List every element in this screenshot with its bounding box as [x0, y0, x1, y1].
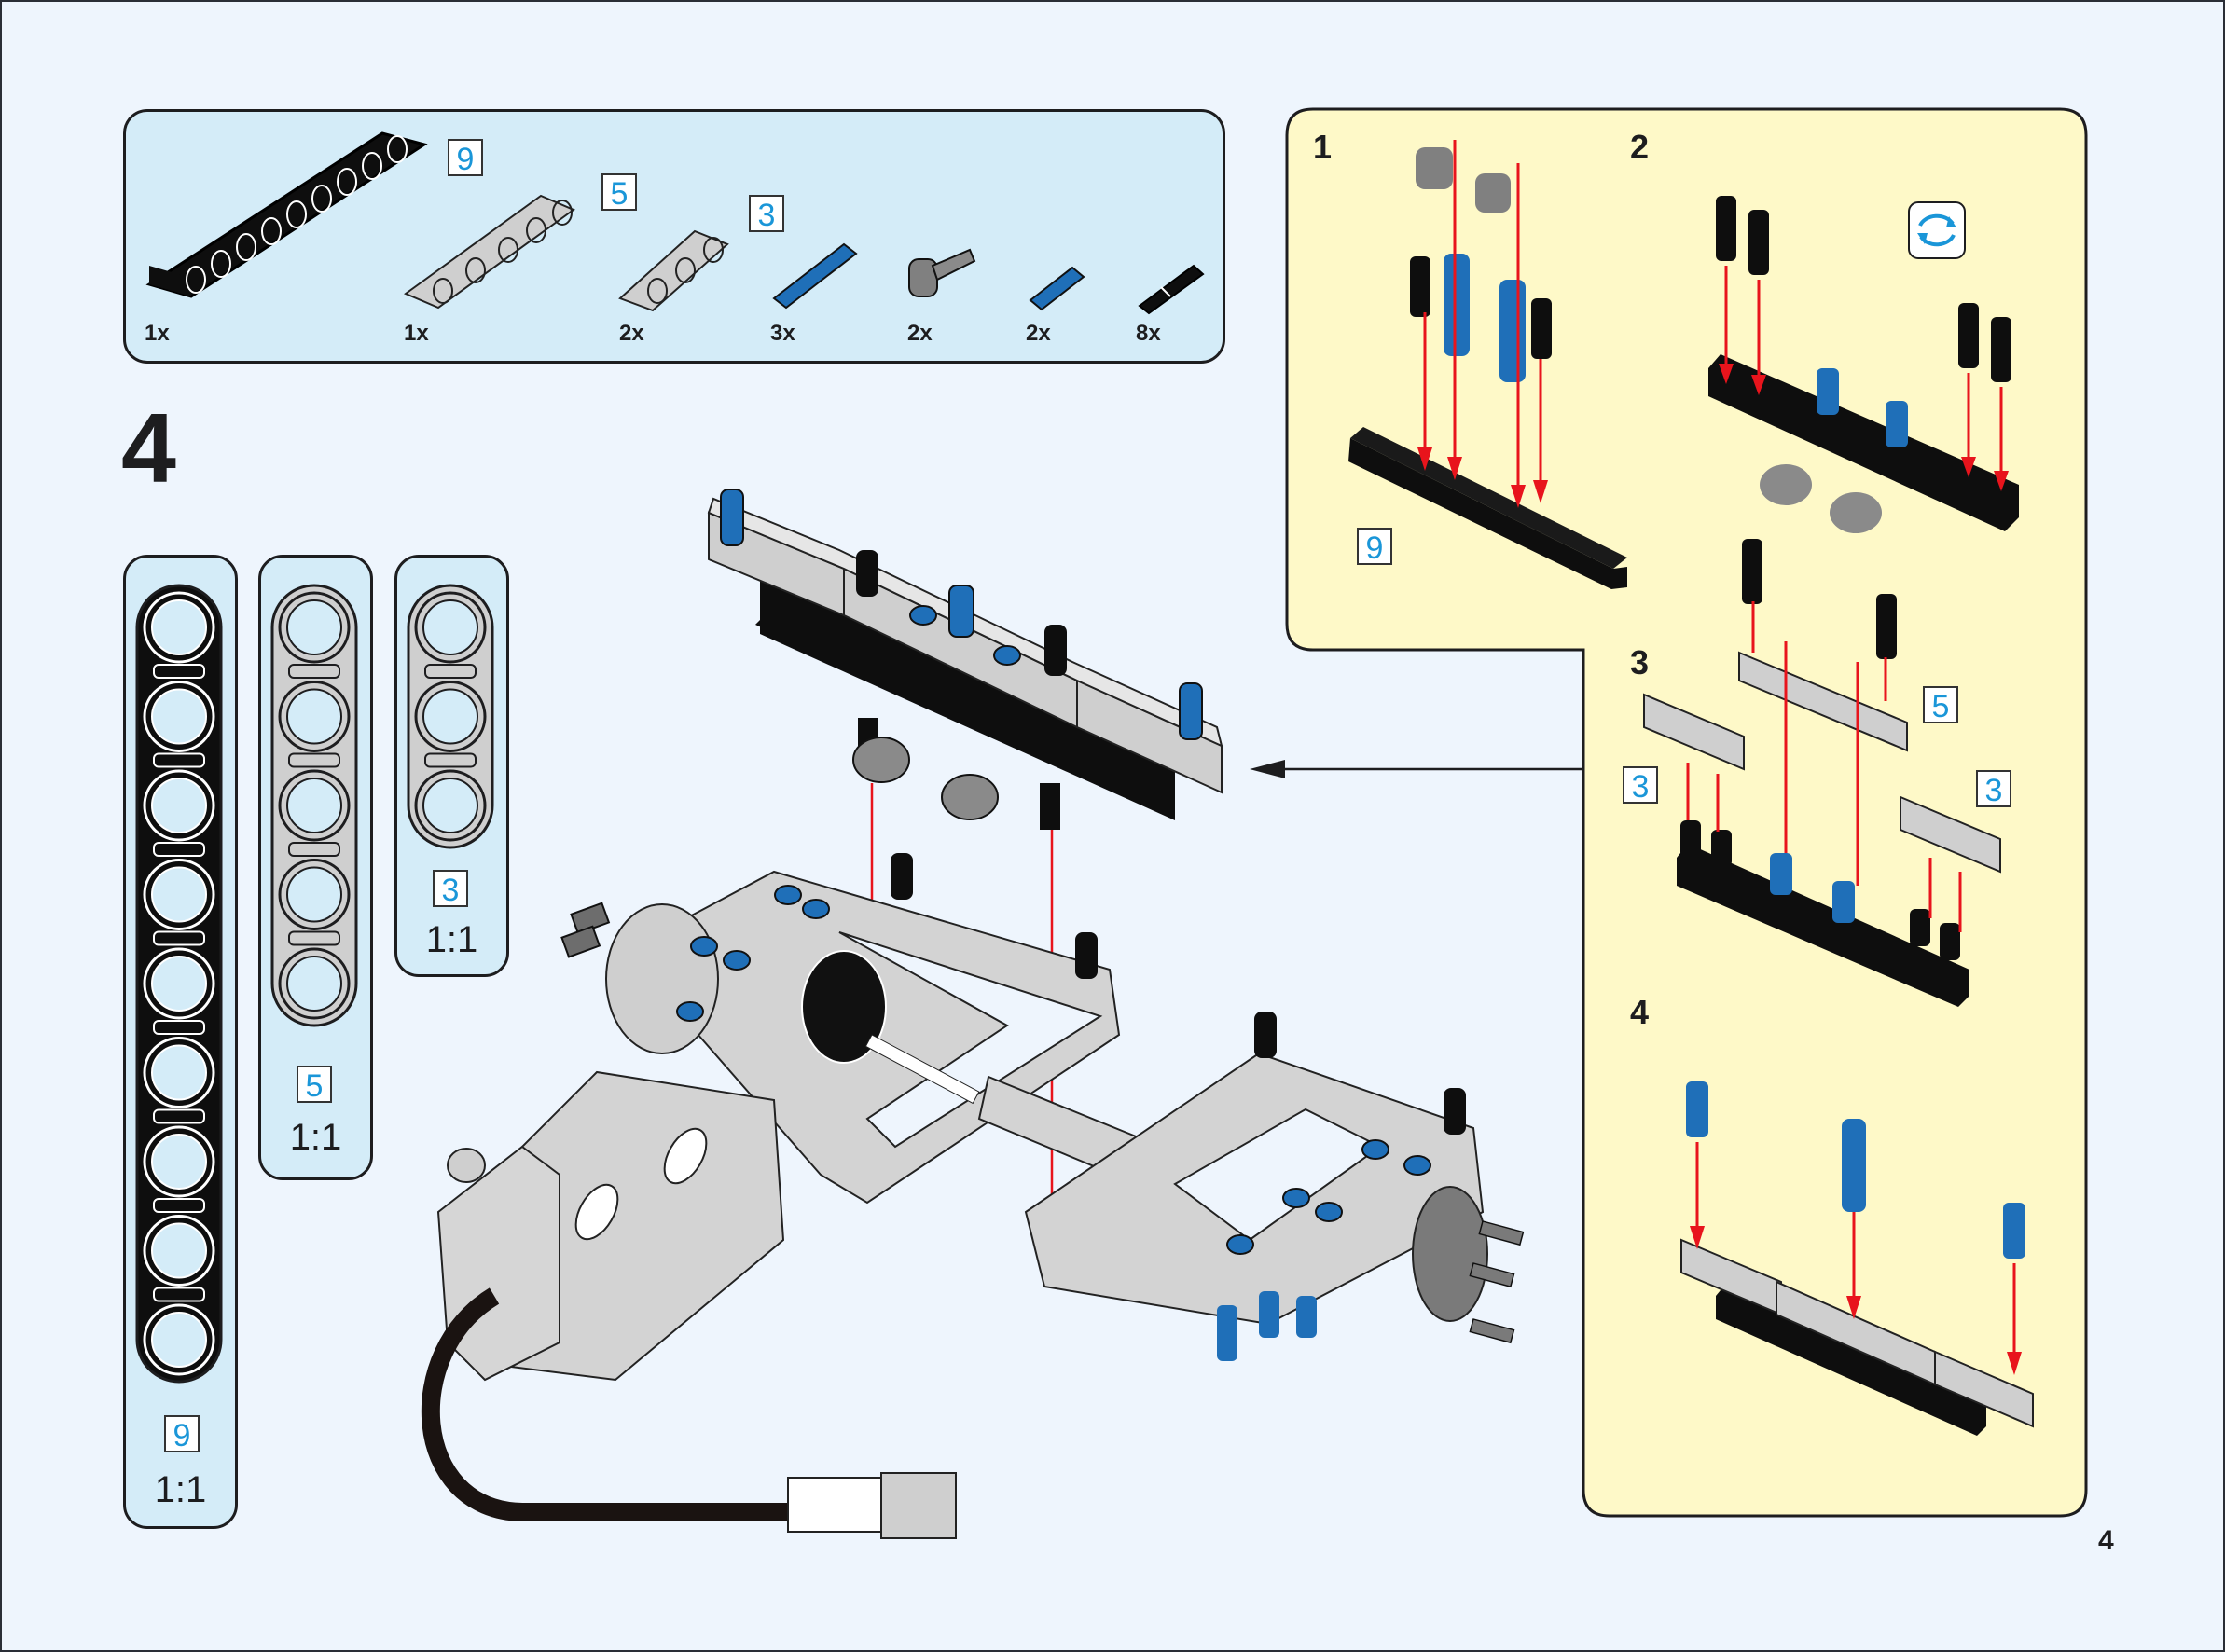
part-axle-pin-long: [772, 242, 858, 310]
substep-4-illustration: [1680, 1081, 2034, 1436]
scale-beam-hole-ring: [278, 769, 351, 842]
scale-beam-bridge: [424, 664, 477, 679]
scale-beam-hole-ring: [414, 769, 487, 842]
substep-3-illustration: [1643, 539, 2001, 1007]
quantity-label: 2x: [619, 321, 644, 346]
part-beam-3: [618, 229, 729, 312]
quantity-label: 8x: [1136, 321, 1161, 346]
scale-beam-bridge: [288, 752, 340, 768]
scale-beam-hole-ring: [143, 1125, 215, 1198]
scale-beam-bridge: [153, 1198, 205, 1213]
scale-length-label: 5: [297, 1066, 332, 1104]
substep-2-illustration: [1708, 196, 2019, 533]
scale-beam-bridge: [288, 842, 340, 857]
parts-list-panel: [123, 109, 1225, 364]
step-number: 4: [121, 393, 176, 503]
scale-ratio: 1:1: [289, 1117, 342, 1158]
scale-beam-bridge: [288, 930, 340, 946]
scale-beam-bridge: [153, 1287, 205, 1302]
scale-beam-hole-ring: [143, 1303, 215, 1376]
quantity-label: 2x: [1026, 321, 1051, 346]
part-beam-9: [145, 131, 428, 298]
scale-beam-hole: [151, 688, 207, 745]
scale-beam-hole-ring: [143, 681, 215, 752]
scale-beam-hole-ring: [143, 591, 215, 664]
scale-beam-hole: [286, 688, 342, 745]
chassis-frame-right: [1024, 1012, 1525, 1361]
substep-label: 3: [1630, 643, 1650, 681]
substep-1-illustration: [1348, 140, 1627, 589]
scale-beam-hole: [151, 866, 207, 923]
scale-beam-3: [407, 584, 494, 849]
chassis-frame-left: [560, 853, 1121, 1205]
scale-beam-hole: [422, 688, 478, 745]
scale-beam-hole: [151, 1222, 207, 1279]
length-callout-3: 3: [749, 195, 784, 233]
scale-beam-hole: [151, 1312, 207, 1368]
part-friction-pin: [1138, 264, 1205, 315]
subassembly-beam-stack: [707, 489, 1223, 830]
substep-length-callout: 3: [1623, 766, 1658, 805]
scale-beam-bridge: [153, 752, 205, 768]
scale-beam-hole: [151, 599, 207, 655]
scale-beam-bridge: [153, 1108, 205, 1124]
substep-label: 2: [1630, 128, 1650, 166]
scale-beam-hole-ring: [143, 1037, 215, 1108]
substep-length-callout: 3: [1976, 770, 2011, 808]
scale-beam-hole: [422, 599, 478, 655]
part-axle-pin: [1029, 266, 1085, 311]
scale-beam-hole-ring: [143, 859, 215, 930]
scale-beam-bridge: [153, 1020, 205, 1035]
motor: [421, 1070, 957, 1539]
scale-beam-bridge: [153, 930, 205, 946]
scale-beam-hole-ring: [278, 591, 351, 664]
substep-length-callout: 5: [1923, 686, 1958, 724]
scale-beam-hole: [286, 599, 342, 655]
scale-beam-hole: [286, 866, 342, 923]
scale-beam-hole: [151, 778, 207, 833]
scale-beam-hole: [422, 778, 478, 833]
substep-label: 1: [1313, 128, 1333, 166]
quantity-label: 1x: [404, 321, 429, 346]
scale-length-label: 3: [433, 870, 468, 908]
rotate-icon: [1908, 201, 1966, 259]
scale-beam-5: [270, 584, 358, 1027]
scale-beam-hole-ring: [414, 591, 487, 664]
quantity-label: 2x: [907, 321, 933, 346]
scale-beam-bridge: [288, 664, 340, 679]
scale-ratio: 1:1: [154, 1469, 207, 1510]
scale-beam-bridge: [153, 842, 205, 857]
scale-beam-9: [135, 584, 223, 1384]
quantity-label: 3x: [770, 321, 795, 346]
scale-beam-hole: [151, 1134, 207, 1190]
scale-beam-hole-ring: [143, 1215, 215, 1287]
scale-beam-bridge: [424, 752, 477, 768]
scale-beam-hole-ring: [278, 947, 351, 1020]
substep-length-callout: 9: [1357, 528, 1392, 566]
part-beam-5: [403, 194, 576, 310]
scale-beam-hole-ring: [278, 859, 351, 930]
length-callout-5: 5: [601, 173, 637, 212]
scale-beam-hole: [286, 778, 342, 833]
scale-beam-hole-ring: [143, 947, 215, 1020]
callout-arrowhead: [1250, 760, 1285, 778]
scale-ratio: 1:1: [425, 919, 478, 960]
part-pin-connector: [908, 248, 976, 297]
scale-beam-hole-ring: [143, 769, 215, 842]
scale-beam-bridge: [153, 664, 205, 679]
scale-length-label: 9: [164, 1415, 200, 1453]
scale-beam-hole: [151, 956, 207, 1012]
scale-beam-hole-ring: [414, 681, 487, 752]
quantity-label: 1x: [145, 321, 170, 346]
page-number: 4: [2098, 1525, 2114, 1556]
scale-beam-hole: [151, 1044, 207, 1101]
scale-beam-hole-ring: [278, 681, 351, 752]
substep-label: 4: [1630, 993, 1650, 1031]
length-callout-9: 9: [448, 139, 483, 177]
scale-beam-hole: [286, 956, 342, 1012]
